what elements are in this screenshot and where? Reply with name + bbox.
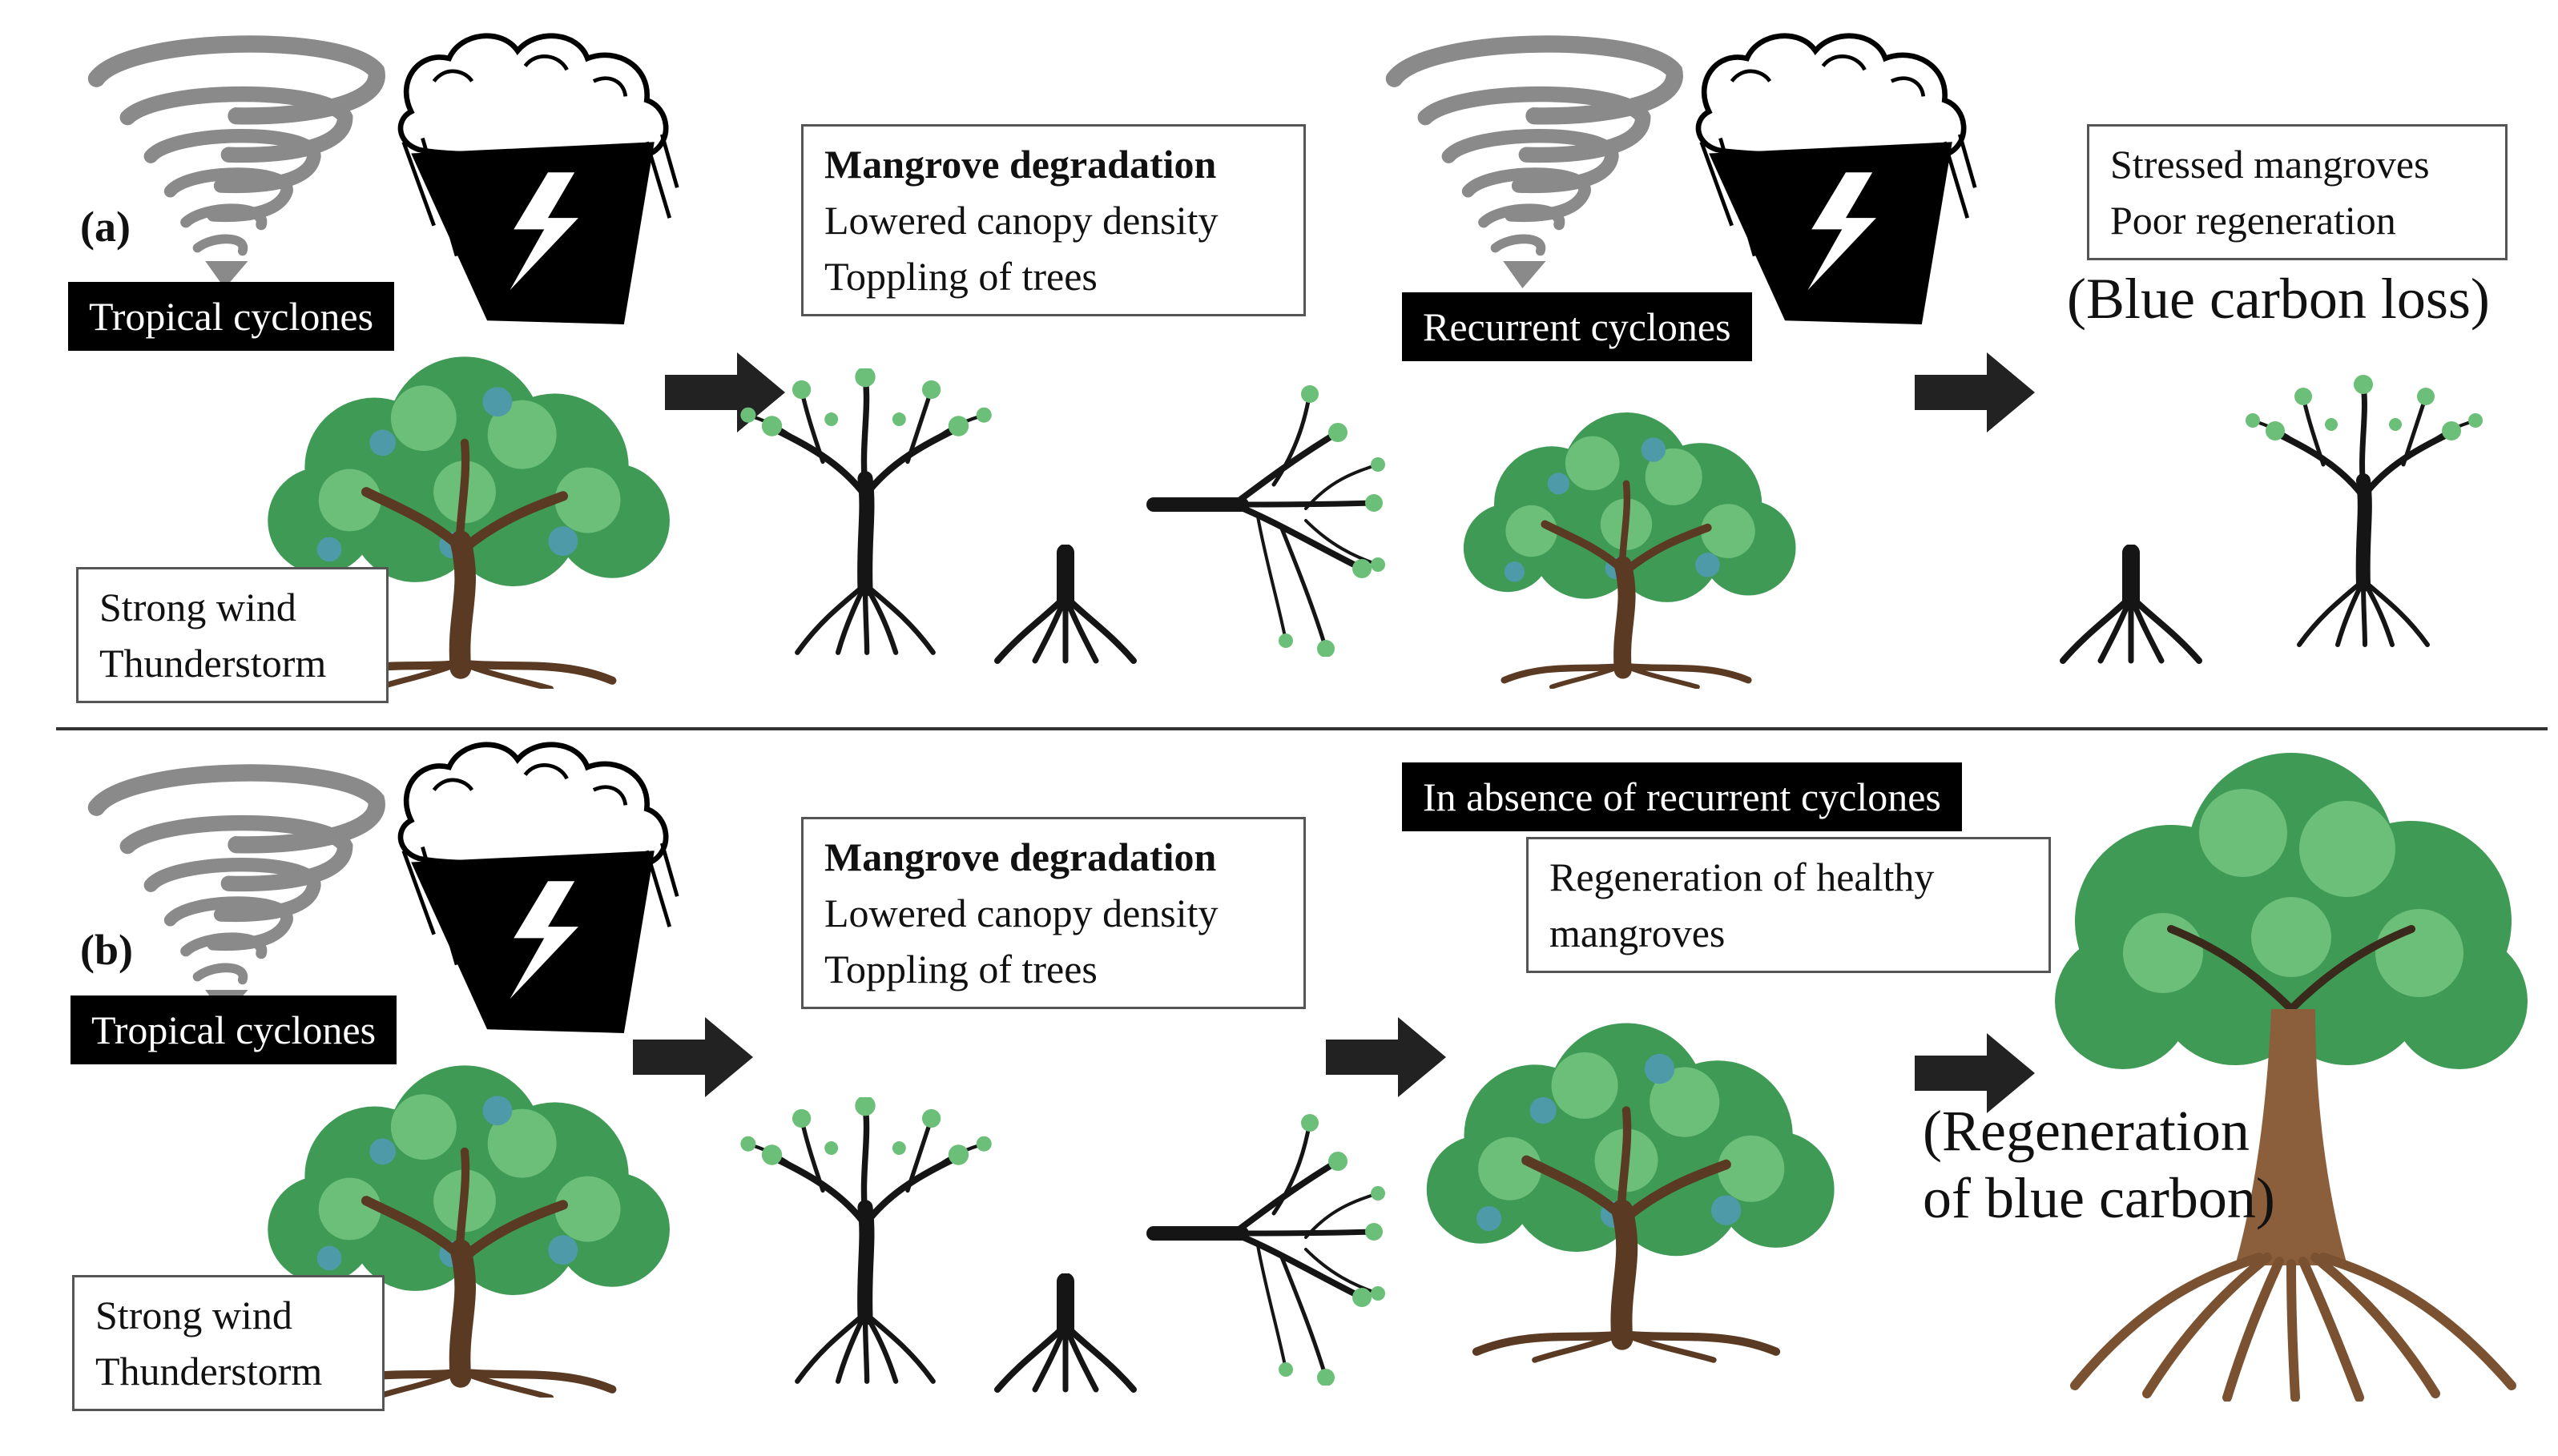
arrow-icon [1915, 352, 2035, 432]
outcome-text-line: (Regeneration [1923, 1099, 2250, 1163]
storm-cloud-icon [1682, 28, 1979, 324]
recurrent-cyclones-label: Recurrent cyclones [1402, 292, 1752, 361]
cause-line: Thunderstorm [99, 641, 327, 686]
degradation-title: Mangrove degradation [824, 142, 1217, 187]
panel-a-label: (a) [80, 203, 131, 251]
degradation-line: Lowered canopy density [824, 891, 1219, 935]
stump-icon [985, 545, 1146, 665]
cyclone-icon [1378, 32, 1690, 288]
toppled-tree-icon [1146, 384, 1386, 657]
panel-divider [56, 727, 2548, 730]
healthy-mangrove-icon [1450, 400, 1803, 689]
panel-b-degradation-box: Mangrove degradation Lowered canopy dens… [801, 817, 1306, 1009]
bare-mangrove-icon [2243, 368, 2483, 657]
panel-a-cause-box: Strong wind Thunderstorm [76, 567, 389, 703]
panel-b-tropical-cyclones-label: Tropical cyclones [70, 995, 397, 1064]
regeneration-box: Regeneration of healthy mangroves [1526, 837, 2051, 973]
cause-line: Thunderstorm [95, 1349, 323, 1394]
degradation-line: Toppling of trees [824, 947, 1098, 991]
cause-line: Strong wind [99, 585, 296, 629]
panel-b-cause-box: Strong wind Thunderstorm [72, 1275, 385, 1411]
degradation-title: Mangrove degradation [824, 835, 1217, 879]
stump-icon [2051, 545, 2211, 665]
cause-line: Strong wind [95, 1293, 292, 1337]
panel-b-label: (b) [80, 926, 133, 974]
stump-icon [985, 1273, 1146, 1394]
panel-a-outcome-box: Stressed mangroves Poor regeneration [2087, 124, 2508, 260]
panel-a-tropical-cyclones-label: Tropical cyclones [68, 282, 395, 351]
absence-of-recurrent-cyclones-label: In absence of recurrent cyclones [1402, 762, 1962, 831]
toppled-tree-icon [1146, 1113, 1386, 1386]
bare-mangrove-icon [737, 1097, 993, 1386]
blue-carbon-loss-text: (Blue carbon loss) [2067, 267, 2490, 331]
degradation-line: Lowered canopy density [824, 198, 1219, 243]
storm-cloud-icon [385, 28, 681, 324]
outcome-line: Poor regeneration [2110, 198, 2396, 243]
bare-mangrove-icon [737, 368, 993, 657]
cyclone-icon [80, 761, 393, 1017]
regeneration-line: Regeneration of healthy [1549, 855, 1935, 899]
regenerated-mangrove-icon [2051, 745, 2532, 1402]
outcome-line: Stressed mangroves [2110, 142, 2430, 187]
regeneration-line: mangroves [1549, 911, 1726, 955]
panel-a-degradation-box: Mangrove degradation Lowered canopy dens… [801, 124, 1306, 316]
outcome-text-line: of blue carbon) [1923, 1166, 2275, 1230]
arrow-icon [633, 1017, 753, 1097]
storm-cloud-icon [385, 737, 681, 1033]
regeneration-of-blue-carbon-text: (Regeneration of blue carbon) [1923, 1097, 2275, 1232]
healthy-mangrove-icon [1410, 977, 1843, 1394]
degradation-line: Toppling of trees [824, 254, 1098, 299]
